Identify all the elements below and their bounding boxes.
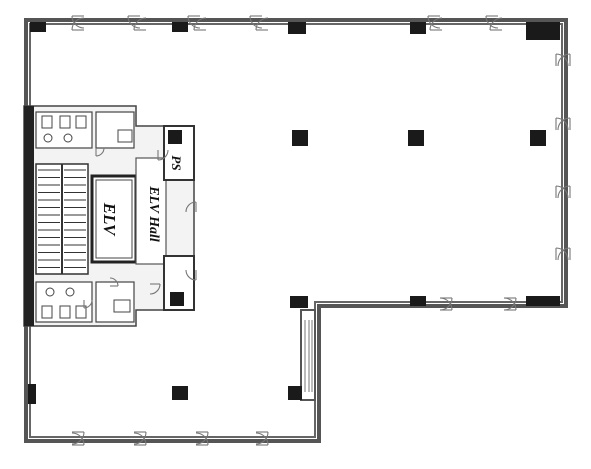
restroom-north bbox=[35, 111, 93, 149]
door-swing bbox=[555, 185, 569, 199]
door-swing bbox=[249, 15, 263, 29]
door-swing bbox=[109, 277, 119, 287]
elevator-shaft bbox=[90, 174, 138, 264]
door-swing bbox=[255, 17, 269, 31]
door-swing bbox=[187, 15, 201, 29]
elevator-hall-label: ELV Hall bbox=[146, 185, 161, 242]
column bbox=[288, 386, 302, 400]
door-swing bbox=[555, 117, 569, 131]
door-swing bbox=[485, 15, 499, 29]
service-shaft bbox=[300, 309, 316, 401]
door-swing bbox=[71, 431, 85, 445]
door-swing bbox=[557, 247, 571, 261]
building-core bbox=[23, 105, 195, 327]
door-swing bbox=[95, 147, 105, 157]
door-swing bbox=[157, 149, 169, 161]
door-swing bbox=[193, 17, 207, 31]
column bbox=[172, 22, 188, 32]
doors bbox=[71, 15, 571, 446]
door-swing bbox=[185, 269, 197, 281]
structural-columns bbox=[28, 22, 560, 404]
door-swing bbox=[255, 432, 269, 446]
door-swing bbox=[439, 297, 453, 311]
exterior-wall bbox=[24, 18, 568, 443]
door-swing bbox=[133, 17, 147, 31]
door-swing bbox=[185, 201, 197, 213]
door-swing bbox=[255, 431, 269, 445]
column bbox=[292, 130, 308, 146]
door-swing bbox=[557, 185, 571, 199]
pipe-space-label: PS bbox=[169, 155, 184, 170]
door-swing bbox=[71, 17, 85, 31]
column bbox=[30, 22, 46, 32]
door-swing bbox=[429, 17, 443, 31]
elevator-label: ELV bbox=[100, 202, 119, 237]
column bbox=[408, 130, 424, 146]
column bbox=[410, 22, 426, 34]
column bbox=[290, 296, 308, 308]
door-swing bbox=[133, 432, 147, 446]
stair-steps bbox=[38, 169, 86, 268]
door-swing bbox=[557, 117, 571, 131]
exterior-wall-inner bbox=[29, 23, 563, 438]
door-swing bbox=[503, 297, 517, 311]
door-swing bbox=[133, 431, 147, 445]
door-swing bbox=[71, 15, 85, 29]
door-swing bbox=[149, 283, 161, 295]
column bbox=[172, 386, 188, 400]
door-swing bbox=[195, 432, 209, 446]
column bbox=[526, 296, 560, 306]
column bbox=[28, 384, 36, 404]
column bbox=[530, 130, 546, 146]
door-swing bbox=[127, 15, 141, 29]
elevator-hall bbox=[135, 157, 167, 265]
door-swing bbox=[555, 247, 569, 261]
core-west-wall bbox=[24, 106, 34, 326]
column bbox=[288, 22, 306, 34]
door-swing bbox=[557, 53, 571, 67]
door-swing bbox=[195, 431, 209, 445]
door-swing bbox=[71, 432, 85, 446]
door-swing bbox=[555, 53, 569, 67]
column bbox=[526, 22, 560, 40]
door-swing bbox=[489, 17, 503, 31]
door-swing bbox=[83, 299, 93, 309]
column bbox=[410, 296, 426, 306]
